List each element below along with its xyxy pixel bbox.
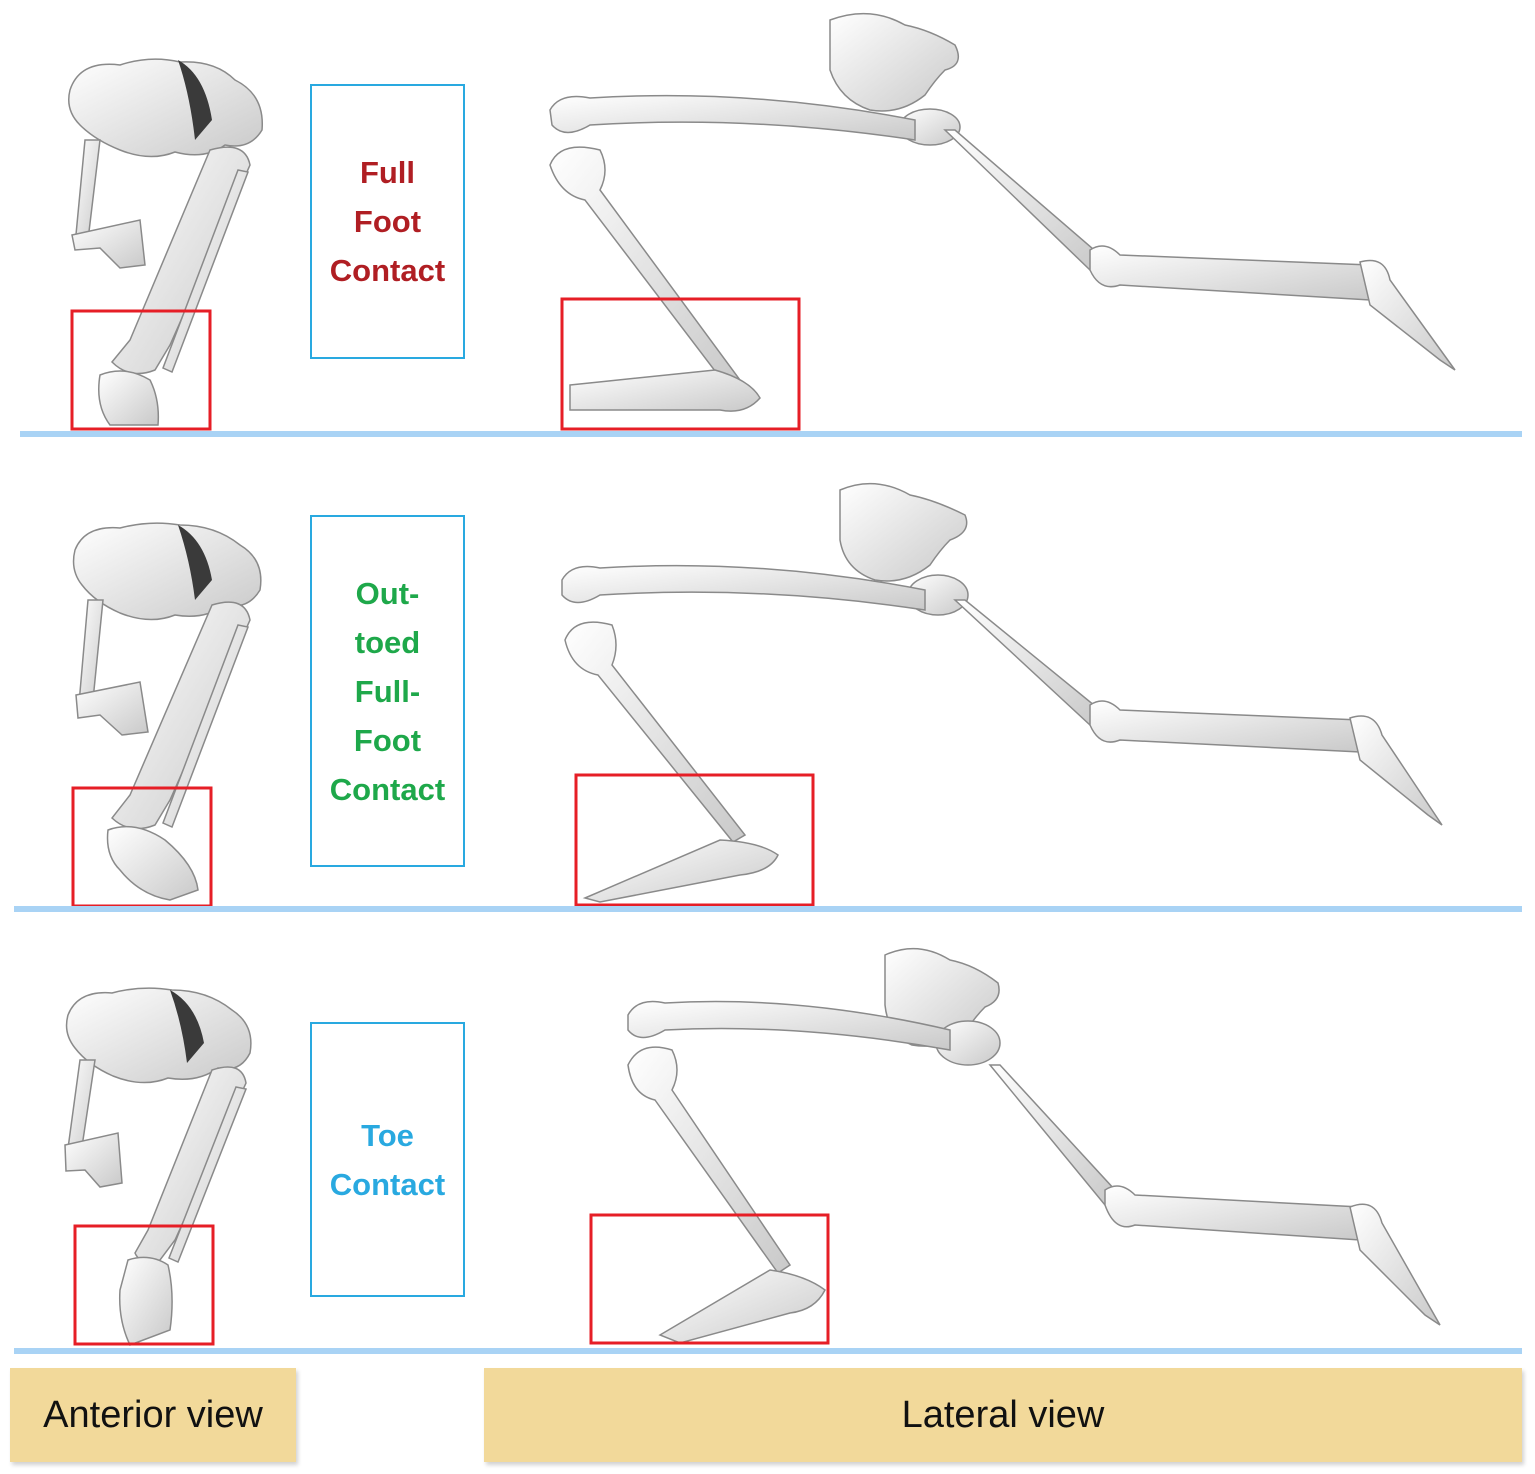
- skeleton-figure: [14, 482, 1522, 912]
- anterior-skeleton: [72, 522, 262, 901]
- tibia-icon: [110, 601, 251, 830]
- foot-bones-icon: [98, 370, 160, 426]
- small-foot-icon: [64, 1132, 123, 1188]
- tibia-icon: [110, 146, 251, 375]
- pelvis-shadow: [170, 990, 204, 1063]
- lateral-skeleton: [627, 947, 1441, 1344]
- shin-trailing-icon: [1104, 1185, 1367, 1241]
- femur-lateral-icon: [561, 564, 926, 611]
- femur-lateral-icon: [627, 1000, 951, 1051]
- skeleton-figure: [20, 12, 1522, 437]
- shin-trailing-icon: [1089, 245, 1376, 301]
- ground-line: [20, 431, 1522, 437]
- tibia-icon: [134, 1066, 247, 1263]
- fibula-icon: [168, 1086, 248, 1264]
- highlight-box-anterior: [73, 1224, 215, 1346]
- shin-trailing-icon: [1089, 700, 1367, 753]
- highlight-box-lateral: [574, 773, 815, 907]
- foot-trailing-icon: [1349, 715, 1443, 826]
- tibia-lateral-icon: [549, 146, 742, 390]
- condition-label: Full Foot Contact: [329, 155, 446, 288]
- femur-trailing-icon: [943, 129, 1101, 272]
- femur-trailing-icon: [953, 599, 1102, 727]
- pelvis-lateral-icon: [829, 12, 960, 112]
- lateral-skeleton: [561, 482, 1443, 903]
- lateral-view-label: Lateral view: [484, 1368, 1522, 1462]
- pelvis-shadow: [178, 60, 212, 140]
- fibula-icon: [162, 169, 250, 374]
- ground-line: [14, 1348, 1522, 1354]
- highlight-box-lateral: [589, 1213, 830, 1345]
- foot-trailing-icon: [1359, 259, 1456, 371]
- condition-label-box: Out- toed Full- Foot Contact: [310, 515, 465, 867]
- tibia-lateral-icon: [564, 621, 747, 843]
- anterior-skeleton: [64, 987, 252, 1346]
- lateral-skeleton: [549, 12, 1456, 412]
- femur-trailing-icon: [988, 1064, 1116, 1207]
- highlight-box-lateral: [560, 297, 801, 431]
- condition-label: Out- toed Full- Foot Contact: [329, 575, 446, 807]
- foot-bones-icon: [106, 825, 199, 901]
- highlight-box-anterior: [70, 309, 212, 431]
- panel-toe-contact: Toe Contact: [0, 935, 1535, 1360]
- foot-lateral-icon: [582, 839, 779, 903]
- pelvis-shadow: [178, 525, 212, 600]
- foot-lateral-icon: [658, 1269, 826, 1344]
- femur-lateral-icon: [549, 94, 916, 141]
- panel-full-foot-contact: Full Foot Contact: [0, 0, 1535, 440]
- pelvis-lateral-icon: [839, 482, 968, 582]
- anterior-view-label: Anterior view: [10, 1368, 296, 1462]
- fibula-icon: [162, 624, 250, 829]
- foot-trailing-icon: [1349, 1203, 1441, 1326]
- skeleton-figure: [14, 947, 1522, 1354]
- condition-label-box: Toe Contact: [310, 1022, 465, 1297]
- anterior-skeleton: [68, 58, 264, 426]
- condition-label: Toe Contact: [329, 1117, 446, 1202]
- condition-label-box: Full Foot Contact: [310, 84, 465, 359]
- foot-bones-icon: [118, 1256, 173, 1346]
- foot-lateral-icon: [569, 369, 761, 412]
- panel-out-toed-full-foot-contact: Out- toed Full- Foot Contact: [0, 470, 1535, 915]
- tibia-lateral-icon: [627, 1046, 792, 1275]
- small-foot-icon: [71, 219, 146, 269]
- small-foot-icon: [75, 681, 149, 736]
- ground-line: [14, 906, 1522, 912]
